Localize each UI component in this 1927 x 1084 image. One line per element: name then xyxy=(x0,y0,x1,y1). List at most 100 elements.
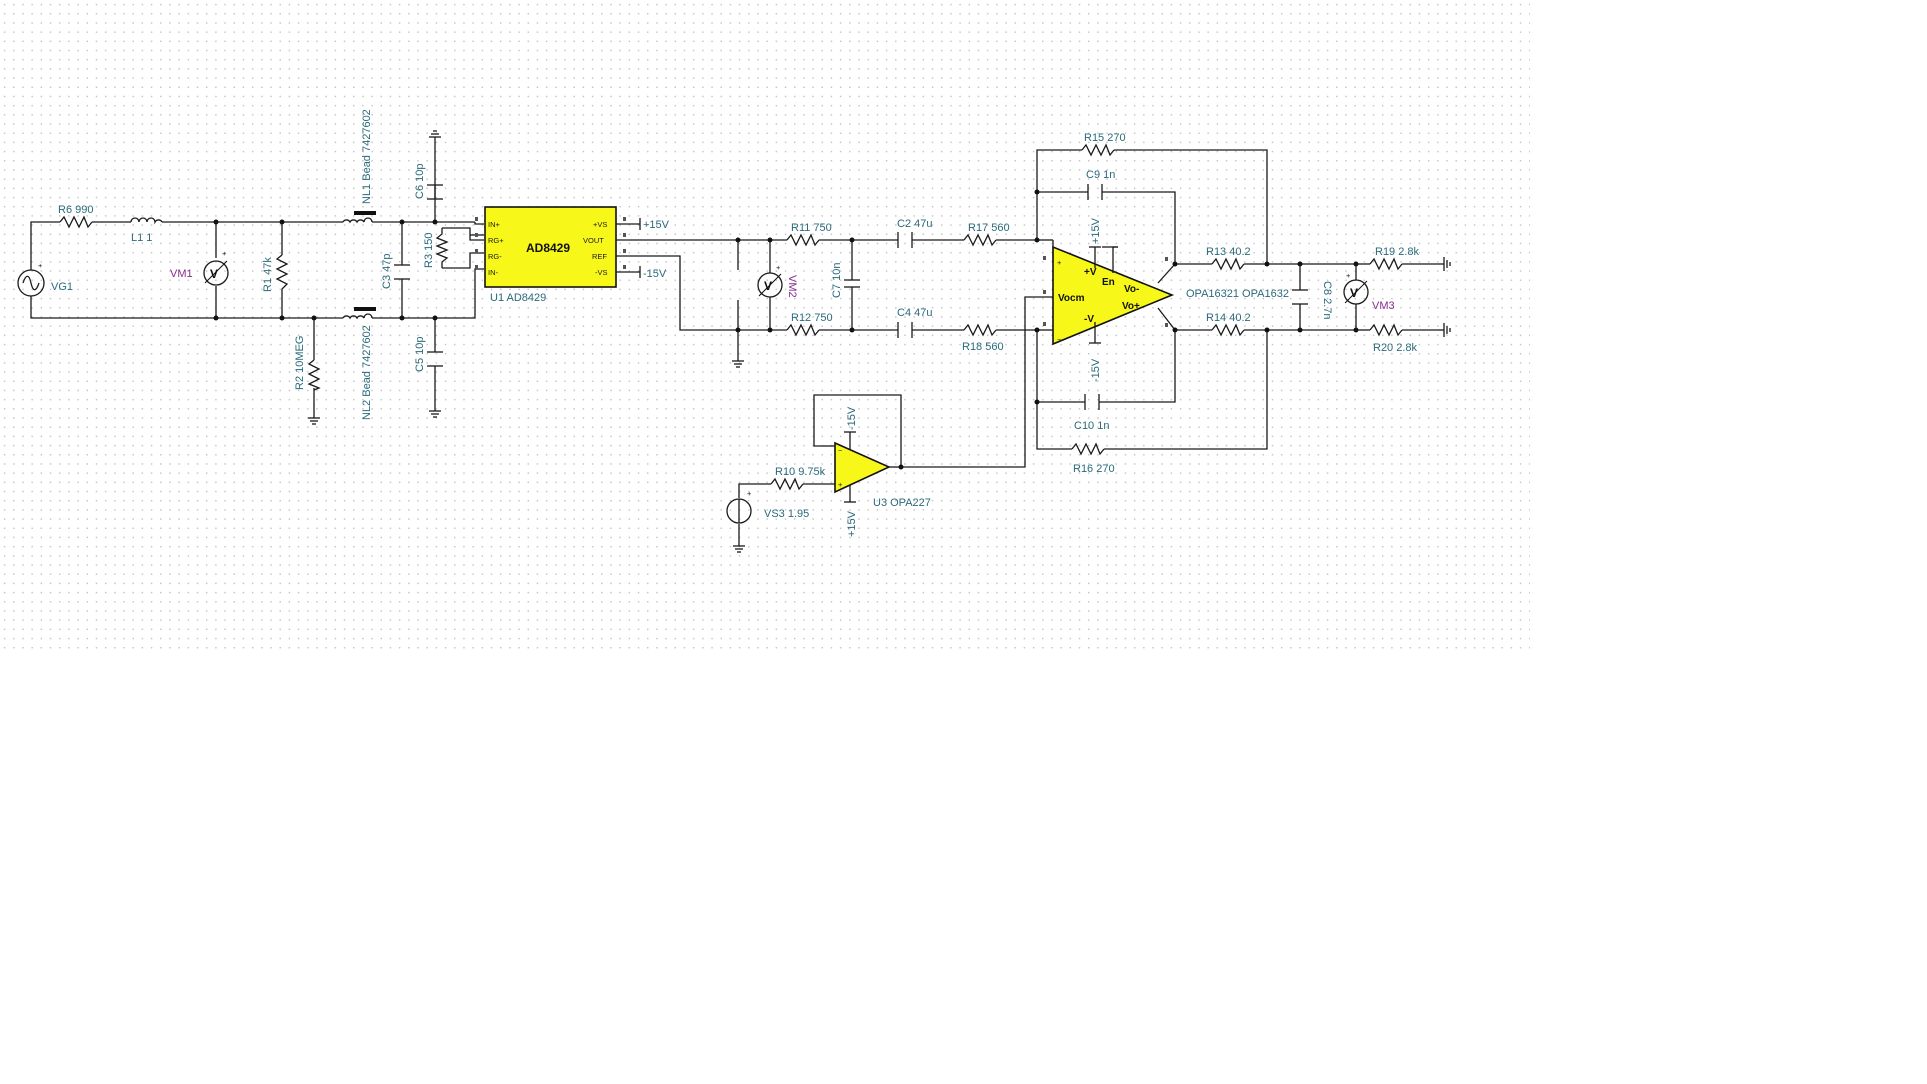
vm3-plus-sign: + xyxy=(1346,271,1351,280)
u1-label: U1 AD8429 xyxy=(490,292,546,304)
c8-label: C8 2.7n xyxy=(1321,281,1333,320)
r12-resistor[interactable]: R12 750 xyxy=(786,312,833,337)
u1-instrumentation-amp[interactable]: AD8429 IN+ RG+ RG- IN- +VS VOUT REF -VS … xyxy=(484,206,617,304)
c7-capacitor[interactable]: C7 10n xyxy=(831,263,860,298)
r2-resistor[interactable]: R2 10MEG xyxy=(294,336,321,425)
c3-capacitor[interactable]: C3 47p xyxy=(381,254,410,289)
vs3-plus-sign: + xyxy=(747,489,752,498)
r16-label: R16 270 xyxy=(1073,463,1115,475)
r13-resistor[interactable]: R13 40.2 xyxy=(1206,246,1251,271)
u3-minus-sign: − xyxy=(838,446,843,455)
u1-rail-positive: +15V xyxy=(643,219,670,231)
input-wires xyxy=(30,143,484,412)
schematic-grid-background xyxy=(0,0,1530,650)
vm3-symbol: V xyxy=(1350,286,1358,300)
r17-resistor[interactable]: R17 560 xyxy=(963,222,1010,247)
u1-pin-ref: REF xyxy=(592,252,607,261)
vm2-voltmeter[interactable]: V + VM2 xyxy=(757,237,798,333)
c5-label: C5 10p xyxy=(414,337,426,372)
r20-label: R20 2.8k xyxy=(1373,342,1418,354)
c4-capacitor[interactable]: C4 47u xyxy=(897,307,932,338)
c6-label: C6 10p xyxy=(414,164,426,199)
u2-differential-amp[interactable]: + − Vocm +V En Vo- Vo+ -V +15V -15V OPA1… xyxy=(1052,217,1289,382)
nl2-label: NL2 Bead 7427602 xyxy=(361,325,373,420)
r11-resistor[interactable]: R11 750 xyxy=(786,222,832,247)
r2-label: R2 10MEG xyxy=(294,336,306,390)
u2-plus-input-sign: + xyxy=(1057,258,1062,267)
r16-resistor[interactable]: R16 270 xyxy=(1071,442,1115,475)
u2-rail-negative: -15V xyxy=(1090,358,1102,382)
r1-label: R1 47k xyxy=(262,257,274,292)
r3-resistor[interactable]: R3 150 xyxy=(423,228,449,268)
u1-pin-vout: VOUT xyxy=(583,236,604,245)
c8-capacitor[interactable]: C8 2.7n xyxy=(1292,281,1333,320)
c5-capacitor[interactable]: C5 10p xyxy=(414,337,443,418)
r1-resistor[interactable]: R1 47k xyxy=(262,254,289,295)
u2-minus-input-sign: − xyxy=(1057,335,1062,344)
r3-label: R3 150 xyxy=(423,233,435,268)
u2-pin-vocm: Vocm xyxy=(1058,293,1085,304)
r15-resistor[interactable]: R15 270 xyxy=(1081,132,1126,157)
vg1-label: VG1 xyxy=(51,281,73,293)
c2-label: C2 47u xyxy=(897,218,932,230)
c10-label: C10 1n xyxy=(1074,420,1109,432)
vs3-source[interactable]: + VS3 1.95 xyxy=(726,489,809,524)
output-wires xyxy=(1172,256,1451,338)
u1-pin-vs-minus: -VS xyxy=(595,268,608,277)
u3-rail-negative: -15V xyxy=(846,406,858,430)
r14-resistor[interactable]: R14 40.2 xyxy=(1206,312,1251,337)
u2-pin-vom: Vo- xyxy=(1124,284,1139,295)
u1-rail-negative: -15V xyxy=(643,268,667,280)
r17-label: R17 560 xyxy=(968,222,1010,234)
r11-label: R11 750 xyxy=(791,222,832,234)
c2-capacitor[interactable]: C2 47u xyxy=(897,218,932,248)
u2-pin-vop: Vo+ xyxy=(1122,301,1140,312)
vm2-symbol: V xyxy=(764,279,772,293)
vm2-label: VM2 xyxy=(786,275,798,298)
u2-pin-en: En xyxy=(1102,277,1115,288)
r19-label: R19 2.8k xyxy=(1375,246,1420,258)
r13-label: R13 40.2 xyxy=(1206,246,1251,258)
vm1-plus-sign: + xyxy=(222,249,227,258)
r6-resistor[interactable]: R6 990 xyxy=(58,204,93,229)
r18-resistor[interactable]: R18 560 xyxy=(962,323,1004,353)
vm3-label: VM3 xyxy=(1372,300,1395,312)
l1-inductor[interactable]: L1 1 xyxy=(130,217,163,244)
c3-label: C3 47p xyxy=(381,254,393,289)
u3-opamp[interactable]: − + -15V +15V U3 OPA227 xyxy=(823,406,931,537)
nl1-ferrite-bead[interactable]: NL1 Bead 7427602 xyxy=(342,109,376,225)
u3-rail-positive: +15V xyxy=(846,510,858,537)
u1-pin-vs-plus: +VS xyxy=(593,220,607,229)
r15-label: R15 270 xyxy=(1084,132,1126,144)
c9-capacitor[interactable]: C9 1n xyxy=(1086,169,1115,200)
vm3-voltmeter[interactable]: V + VM3 xyxy=(1343,271,1395,312)
c7-label: C7 10n xyxy=(831,263,843,298)
nl2-ferrite-bead[interactable]: NL2 Bead 7427602 xyxy=(342,307,376,420)
vg1-plus-sign: + xyxy=(38,261,43,270)
u2-rail-positive: +15V xyxy=(1090,217,1102,244)
vm1-voltmeter[interactable]: V + VM1 xyxy=(170,249,229,286)
c4-label: C4 47u xyxy=(897,307,932,319)
r20-resistor[interactable]: R20 2.8k xyxy=(1369,323,1418,354)
feedback-wires xyxy=(901,149,1268,468)
c10-capacitor[interactable]: C10 1n xyxy=(1074,394,1109,432)
r12-label: R12 750 xyxy=(791,312,833,324)
vm1-label: VM1 xyxy=(170,268,193,280)
u1-pin-rg-minus: RG- xyxy=(488,252,502,261)
vm2-plus-sign: + xyxy=(776,263,781,272)
u1-pin-rg-plus: RG+ xyxy=(488,236,504,245)
u1-output-wires: +15V -15V xyxy=(616,218,1037,368)
u1-chip-name: AD8429 xyxy=(526,241,570,255)
r19-resistor[interactable]: R19 2.8k xyxy=(1369,246,1420,271)
r6-label: R6 990 xyxy=(58,204,93,216)
r10-resistor[interactable]: R10 9.75k xyxy=(770,466,826,491)
c6-capacitor[interactable]: C6 10p xyxy=(414,130,443,200)
u1-pin-in-minus: IN- xyxy=(488,268,499,277)
c9-label: C9 1n xyxy=(1086,169,1115,181)
u3-plus-sign: + xyxy=(838,480,843,489)
vg1-source[interactable]: + VG1 xyxy=(17,261,73,297)
u2-pin-vp: +V xyxy=(1084,267,1097,278)
u2-label: OPA16321 OPA1632 xyxy=(1186,288,1289,300)
u2-pin-vm: -V xyxy=(1084,314,1094,325)
